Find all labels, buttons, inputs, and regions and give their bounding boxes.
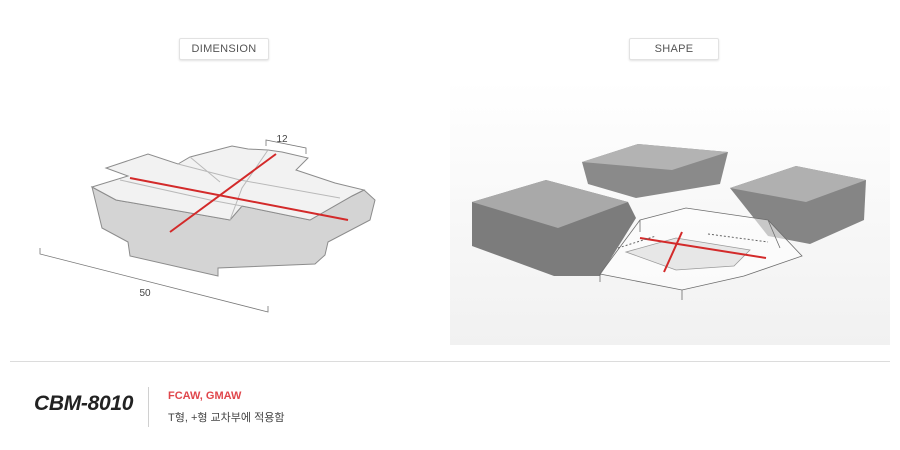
dimension-tag: DIMENSION: [179, 38, 269, 60]
dotted-seam: [617, 233, 769, 249]
section-divider: [10, 361, 890, 362]
product-model: CBM-8010: [34, 392, 134, 415]
dimension-12-label: 12: [276, 134, 288, 145]
render-weld-line-vertical: [663, 231, 683, 273]
weld-line-horizontal: [129, 177, 349, 221]
dimension-12-bracket: [265, 139, 307, 154]
dimension-drawing: 12 50: [39, 134, 376, 313]
welding-process: FCAW, GMAW: [168, 390, 242, 402]
weld-line-vertical: [169, 153, 277, 233]
shape-tag: SHAPE: [629, 38, 719, 60]
shape-rendering: [450, 80, 890, 345]
render-weld-line-horizontal: [639, 237, 767, 259]
block-top-face: [90, 145, 366, 221]
steel-block-back-top: [582, 144, 728, 170]
product-description: T형, +형 교차부에 적용함: [168, 412, 285, 424]
steel-block-right-top: [730, 166, 866, 202]
vertical-separator: [148, 387, 149, 427]
backing-strip: [624, 237, 751, 271]
steel-block-left-top: [472, 180, 628, 228]
dimension-50-label: 50: [139, 288, 151, 299]
dimension-50-line: [39, 248, 269, 313]
